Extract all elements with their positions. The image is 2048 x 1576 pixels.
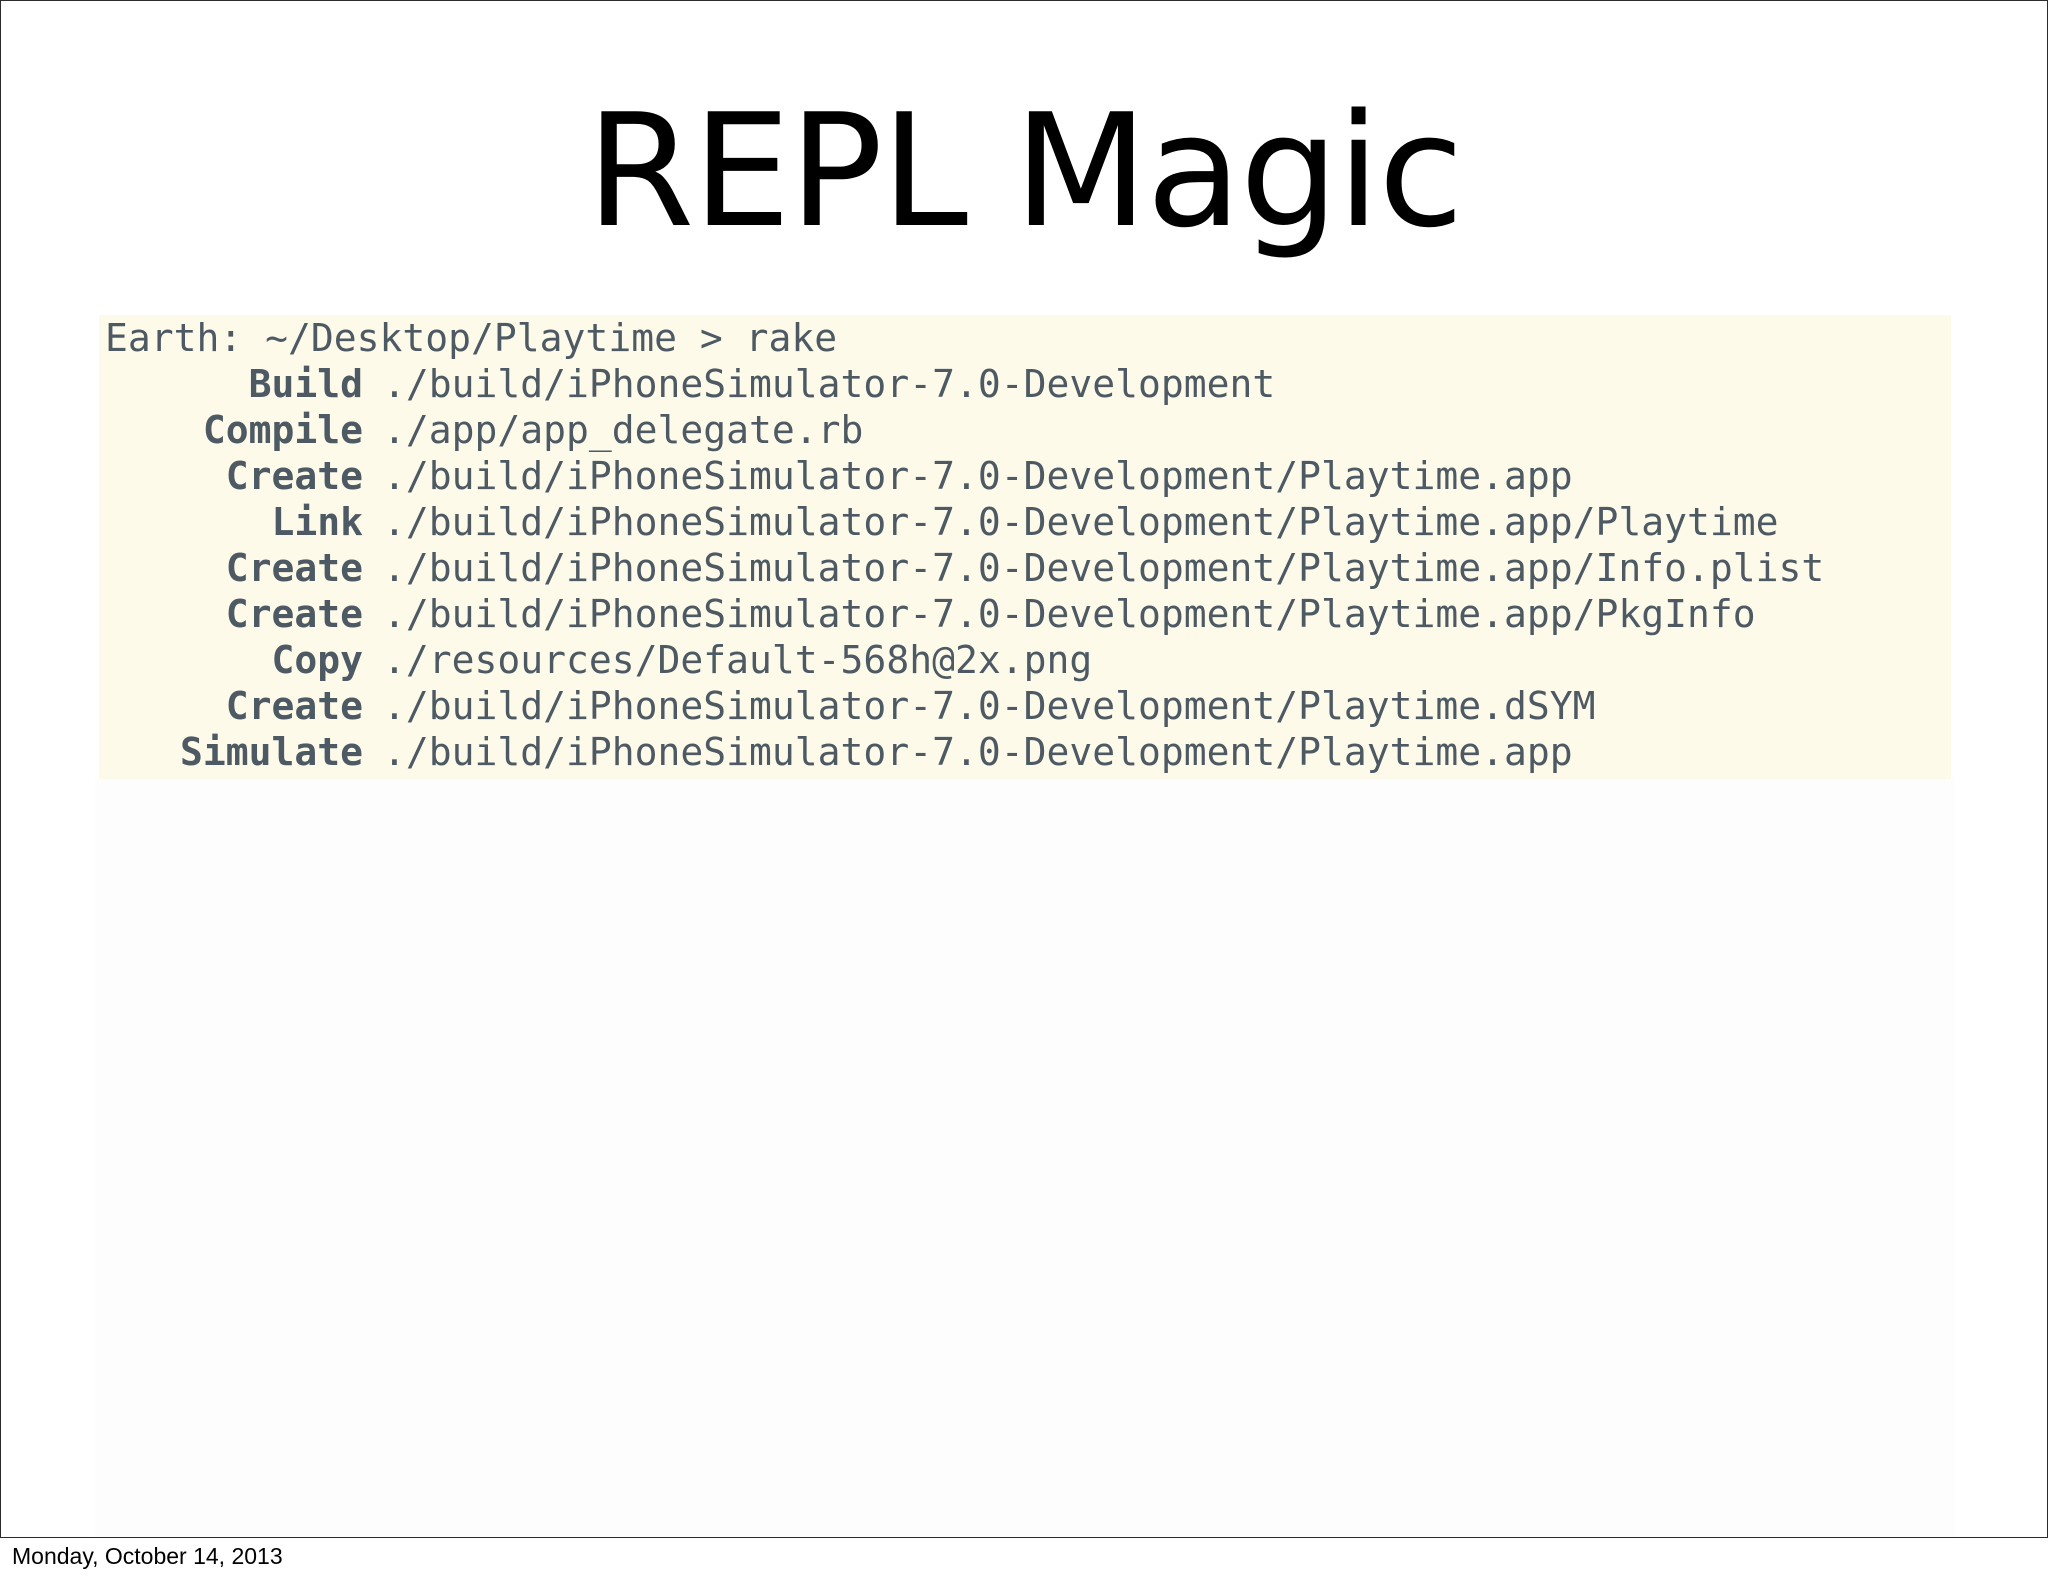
terminal-path: ./build/iPhoneSimulator-7.0-Development xyxy=(383,362,1276,406)
terminal-line: Simulate ./build/iPhoneSimulator-7.0-Deve… xyxy=(105,729,1573,775)
terminal-path: ./build/iPhoneSimulator-7.0-Development/… xyxy=(383,592,1756,636)
terminal-command: Simulate xyxy=(179,730,363,774)
terminal-line: Compile ./app/app_delegate.rb xyxy=(105,407,864,453)
terminal-command: Build xyxy=(248,362,363,406)
terminal-path: ./resources/Default-568h@2x.png xyxy=(383,638,1093,682)
terminal-path: ./build/iPhoneSimulator-7.0-Development/… xyxy=(383,684,1596,728)
terminal-path: ./build/iPhoneSimulator-7.0-Development/… xyxy=(383,730,1573,774)
terminal-path: ./build/iPhoneSimulator-7.0-Development/… xyxy=(383,454,1573,498)
slide: REPL Magic Earth: ~/Desktop/Playtime > r… xyxy=(0,0,2048,1538)
terminal-path: ./build/iPhoneSimulator-7.0-Development/… xyxy=(383,546,1825,590)
screenshot-blank-area xyxy=(95,779,1955,1537)
terminal-command: Copy xyxy=(271,638,363,682)
terminal-command: Create xyxy=(225,546,363,590)
terminal-path: ./build/iPhoneSimulator-7.0-Development/… xyxy=(383,500,1779,544)
terminal-prompt-line: Earth: ~/Desktop/Playtime > rake xyxy=(105,316,838,360)
footer-date: Monday, October 14, 2013 xyxy=(12,1543,283,1569)
terminal-command: Compile xyxy=(202,408,363,452)
slide-title: REPL Magic xyxy=(586,80,1464,262)
terminal-line: Link ./build/iPhoneSimulator-7.0-Developm… xyxy=(105,499,1779,545)
terminal-line: Copy ./resources/Default-568h@2x.png xyxy=(105,637,1092,683)
terminal-command: Link xyxy=(271,500,363,544)
terminal-command: Create xyxy=(225,592,363,636)
terminal-line: Create ./build/iPhoneSimulator-7.0-Develo… xyxy=(105,683,1596,729)
terminal-line: Create ./build/iPhoneSimulator-7.0-Develo… xyxy=(105,453,1573,499)
terminal-line: Create ./build/iPhoneSimulator-7.0-Develo… xyxy=(105,591,1756,637)
terminal-line: Create ./build/iPhoneSimulator-7.0-Develo… xyxy=(105,545,1825,591)
terminal-line: Build ./build/iPhoneSimulator-7.0-Develop… xyxy=(105,361,1276,407)
terminal-screenshot: Earth: ~/Desktop/Playtime > rake Build ./… xyxy=(99,315,1951,779)
terminal-command: Create xyxy=(225,684,363,728)
terminal-path: ./app/app_delegate.rb xyxy=(383,408,864,452)
terminal-command: Create xyxy=(225,454,363,498)
